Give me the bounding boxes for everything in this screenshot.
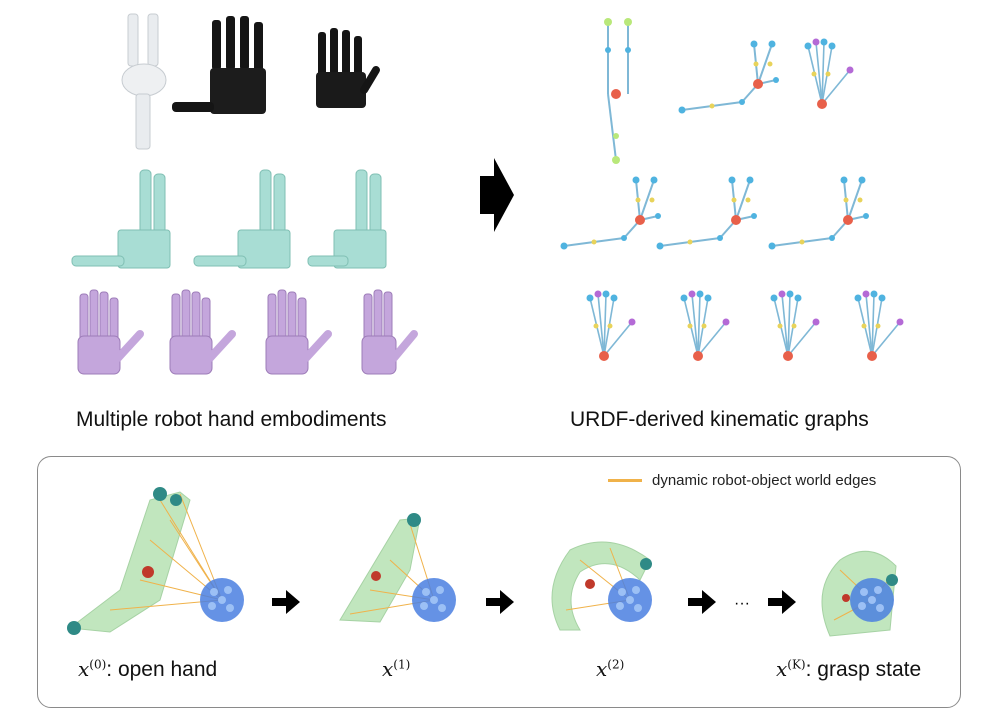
stage-arrow-4 <box>768 590 796 614</box>
kinematic-graph-teal-3 <box>767 175 870 251</box>
stage-label-2: x(2) <box>596 657 624 682</box>
grasp-sequence-visuals: ··· <box>67 487 898 637</box>
hand-state-open <box>67 487 244 635</box>
legend-swatch <box>608 479 642 482</box>
stage-label-2-var: x <box>596 657 608 681</box>
stage-label-0: x(0): open hand <box>78 657 217 682</box>
stage-label-0-text: : open hand <box>106 658 218 681</box>
hand-state-grasp <box>821 550 898 637</box>
stage-label-1-var: x <box>382 657 394 681</box>
black-robot-hand <box>172 16 266 114</box>
kinematic-graph-small-hand <box>803 37 855 110</box>
kinematic-graph-white-hand <box>604 18 632 164</box>
stage-label-0-var: x <box>78 657 90 681</box>
stage-arrow-2 <box>486 590 514 614</box>
teal-robot-hands <box>71 169 387 269</box>
kinematic-graph-black-hand <box>677 39 780 115</box>
kinematic-graphs <box>559 18 905 362</box>
kinematic-graph-teal-2 <box>655 175 758 251</box>
stage-arrow-1 <box>272 590 300 614</box>
small-black-robot-hand <box>316 28 380 108</box>
stage-label-k: x(K): grasp state <box>776 657 921 682</box>
ellipsis: ··· <box>734 595 750 612</box>
kinematic-graph-purple-2 <box>679 289 731 362</box>
kinematic-graph-purple-3 <box>769 289 821 362</box>
stage-label-1-sup: (1) <box>393 657 411 672</box>
right-arrow-icon <box>480 158 514 232</box>
stage-label-k-sup: (K) <box>787 657 806 672</box>
purple-robot-hands <box>77 289 418 375</box>
left-caption: Multiple robot hand embodiments <box>76 408 387 431</box>
stage-arrow-3 <box>688 590 716 614</box>
kinematic-graph-purple-4 <box>853 289 905 362</box>
right-caption: URDF-derived kinematic graphs <box>570 408 869 431</box>
robot-hand-embodiments <box>71 13 418 375</box>
stage-label-2-sup: (2) <box>607 657 625 672</box>
stage-label-0-sup: (0) <box>89 657 107 672</box>
kinematic-graph-teal-1 <box>559 175 662 251</box>
legend: dynamic robot-object world edges <box>608 472 876 489</box>
legend-label: dynamic robot-object world edges <box>652 472 877 489</box>
hand-state-1 <box>339 513 456 623</box>
white-robot-hand <box>121 13 167 150</box>
kinematic-graph-purple-1 <box>585 289 637 362</box>
hand-state-2 <box>551 541 652 631</box>
stage-label-k-var: x <box>776 657 788 681</box>
grasp-sequence-panel <box>37 456 961 708</box>
stage-label-k-text: : grasp state <box>805 658 922 681</box>
stage-label-1: x(1) <box>382 657 410 682</box>
